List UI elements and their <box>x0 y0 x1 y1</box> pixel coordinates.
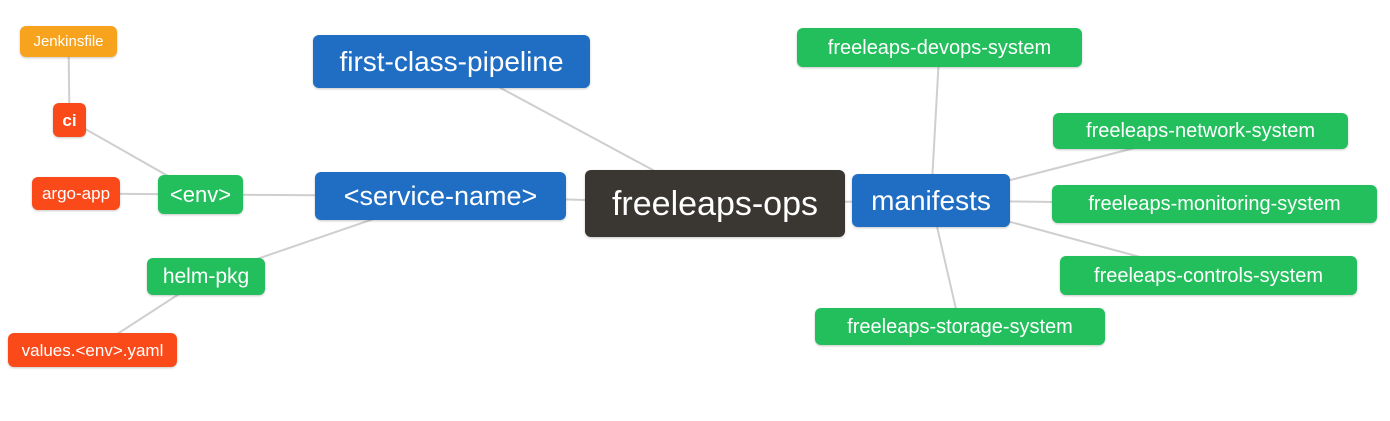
node-freeleaps-storage-system[interactable]: freeleaps-storage-system <box>815 308 1105 345</box>
node-freeleaps-network-system[interactable]: freeleaps-network-system <box>1053 113 1348 149</box>
node-jenkinsfile[interactable]: Jenkinsfile <box>20 26 117 57</box>
node-freeleaps-ops[interactable]: freeleaps-ops <box>585 170 845 237</box>
node-freeleaps-monitoring-system[interactable]: freeleaps-monitoring-system <box>1052 185 1377 223</box>
node-values-env-yaml[interactable]: values.<env>.yaml <box>8 333 177 367</box>
node-env[interactable]: <env> <box>158 175 243 214</box>
node-service-name[interactable]: <service-name> <box>315 172 566 220</box>
node-ci[interactable]: ci <box>53 103 86 137</box>
node-freeleaps-devops-system[interactable]: freeleaps-devops-system <box>797 28 1082 67</box>
node-first-class-pipeline[interactable]: first-class-pipeline <box>313 35 590 88</box>
node-freeleaps-controls-system[interactable]: freeleaps-controls-system <box>1060 256 1357 295</box>
node-manifests[interactable]: manifests <box>852 174 1010 227</box>
node-argo-app[interactable]: argo-app <box>32 177 120 210</box>
node-helm-pkg[interactable]: helm-pkg <box>147 258 265 295</box>
